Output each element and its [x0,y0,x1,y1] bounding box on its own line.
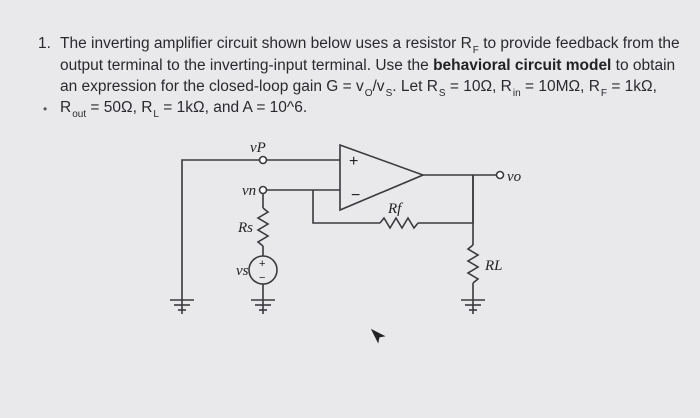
wire-feedback-left [312,190,380,224]
terminal-vp [258,155,268,165]
label-vp: vP [250,140,266,156]
problem-number: 1. [38,35,51,52]
source-minus-sign: − [259,272,265,284]
rf-resistor [379,216,419,230]
label-vn: vn [242,183,256,199]
label-rs: Rs [237,220,253,236]
rl-resistor [466,244,480,284]
problem-line-3: an expression for the closed-loop gain G… [60,78,657,99]
label-rl: RL [484,258,503,274]
ground-icon-left [170,299,194,314]
problem-line-2: output terminal to the inverting-input t… [60,57,676,74]
label-vo: vo [507,169,522,185]
opamp-triangle [339,143,426,212]
ground-icon-load [461,299,485,314]
bullet-mark: • [43,102,48,116]
rs-resistor [256,207,270,247]
label-rf: Rf [387,201,403,217]
opamp-minus-sign: − [351,187,360,204]
problem-line-4: Rout = 50Ω, RL = 1kΩ, and A = 10^6. [60,99,308,120]
wire-feedback-right [418,175,474,224]
ground-icon-source [251,299,275,314]
label-vs: vs [236,263,249,279]
terminal-vo [495,170,505,180]
bold-term: behavioral circuit model [433,57,612,74]
opamp-plus-sign: + [349,153,358,170]
terminal-vn [258,185,268,195]
problem-line-1: The inverting amplifier circuit shown be… [60,35,680,56]
wire-vp-ground [181,159,263,300]
mouse-cursor-icon [370,328,386,344]
source-plus-sign: + [259,258,265,270]
